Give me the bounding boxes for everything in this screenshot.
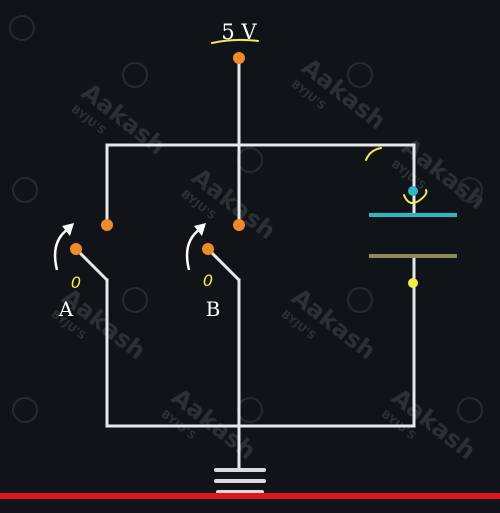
switch-a: 0 A <box>53 219 113 321</box>
switch-a-label: A <box>58 297 74 321</box>
ground-line-2 <box>214 479 266 483</box>
switch-a-state-annotation: 0 <box>71 273 81 292</box>
switch-b-arrow-head-icon <box>194 223 206 236</box>
switch-a-pivot-node <box>70 243 82 255</box>
ground-line-1 <box>214 468 266 472</box>
switch-a-contact-node <box>101 219 113 231</box>
bottom-plate <box>369 254 457 258</box>
switch-b: 0 B <box>185 219 245 321</box>
lower-node <box>408 278 418 288</box>
switch-a-arrow-head-icon <box>62 223 74 236</box>
output-element <box>369 186 457 288</box>
watermark-logo-icon <box>122 287 148 313</box>
switch-a-rotate-arrow <box>53 227 69 271</box>
switch-b-contact-node <box>233 219 245 231</box>
top-plate <box>369 213 457 217</box>
switch-b-lever <box>206 247 241 282</box>
supply-underline-annotation <box>211 38 259 44</box>
output-node-annotation <box>403 189 428 205</box>
switch-b-rotate-arrow <box>185 227 201 271</box>
watermark-logo-icon <box>457 177 483 203</box>
switch-b-pivot-node <box>202 243 214 255</box>
watermark-logo-icon <box>347 62 373 88</box>
video-progress-bar[interactable] <box>0 493 500 499</box>
watermark-logo-icon <box>12 397 38 423</box>
switch-b-state-annotation: 0 <box>203 271 213 290</box>
watermark-logo-icon <box>122 62 148 88</box>
watermark-logo-icon <box>12 177 38 203</box>
supply-node <box>233 52 245 64</box>
watermark-logo-icon <box>347 287 373 313</box>
switch-b-label: B <box>206 297 221 321</box>
watermark-logo-icon <box>9 15 35 41</box>
watermark-logo-icon <box>457 397 483 423</box>
switch-a-lever <box>74 247 109 282</box>
top-rail-annotation <box>365 147 382 161</box>
ground-symbol <box>214 468 266 494</box>
output-node <box>408 186 418 196</box>
